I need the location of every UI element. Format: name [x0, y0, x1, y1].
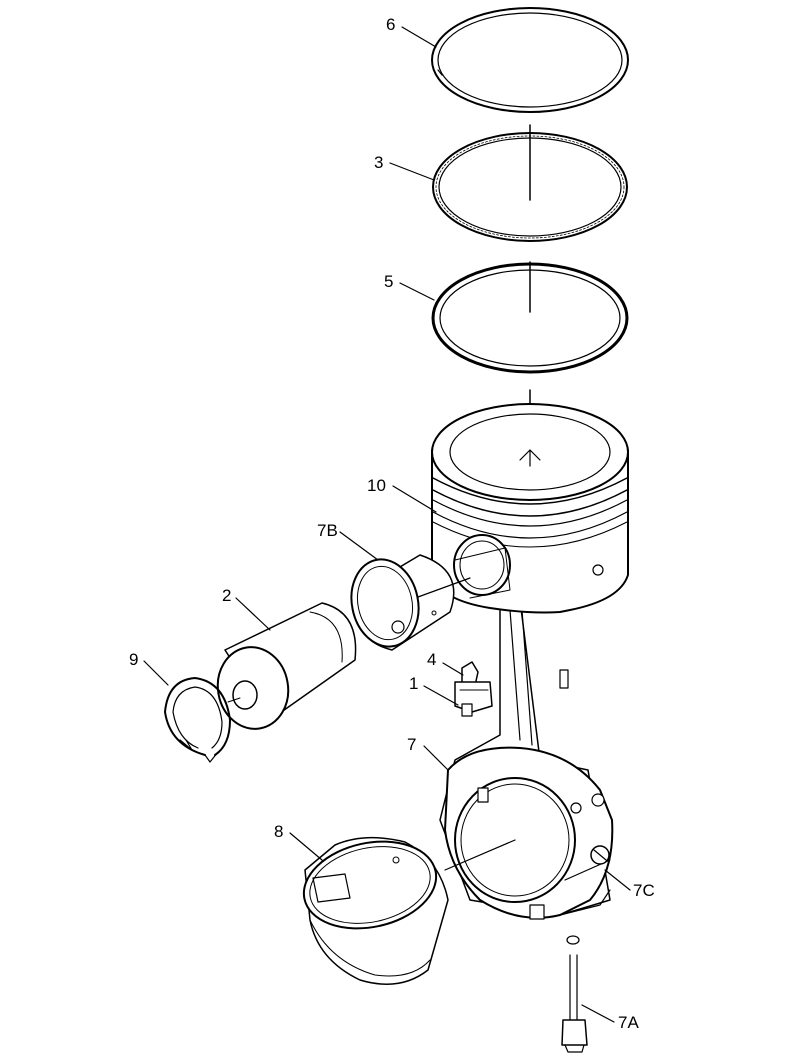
- callout-4: 4: [427, 650, 436, 669]
- piston-cooling-jet: [454, 661, 493, 717]
- callout-7b: 7B: [317, 521, 338, 540]
- rod-bearing: [302, 836, 449, 985]
- callout-9: 9: [129, 650, 138, 669]
- rod-cap-bolt: [561, 935, 588, 1053]
- callout-5: 5: [384, 272, 393, 291]
- callout-8: 8: [274, 822, 283, 841]
- connecting-rod: [439, 599, 614, 920]
- leader-lines: [143, 26, 631, 1023]
- callout-10: 10: [367, 476, 386, 495]
- pin-bore-bushing: [350, 554, 471, 651]
- callout-7: 7: [407, 735, 416, 754]
- piston-pin: [216, 602, 357, 730]
- callout-6: 6: [386, 15, 395, 34]
- piston: [431, 403, 629, 614]
- callout-7a: 7A: [618, 1013, 639, 1032]
- piston-ring-bottom: [431, 262, 629, 374]
- callout-1: 1: [409, 674, 418, 693]
- retaining-ring: [164, 677, 241, 763]
- callout-7c: 7C: [633, 881, 655, 900]
- callout-2: 2: [222, 586, 231, 605]
- callout-3: 3: [374, 153, 383, 172]
- piston-ring-middle: [432, 132, 628, 242]
- callout-labels: 6 3 5 10 7B 2 9 4 1 7 8 7C 7A: [129, 15, 655, 1032]
- piston-ring-top: [431, 7, 629, 113]
